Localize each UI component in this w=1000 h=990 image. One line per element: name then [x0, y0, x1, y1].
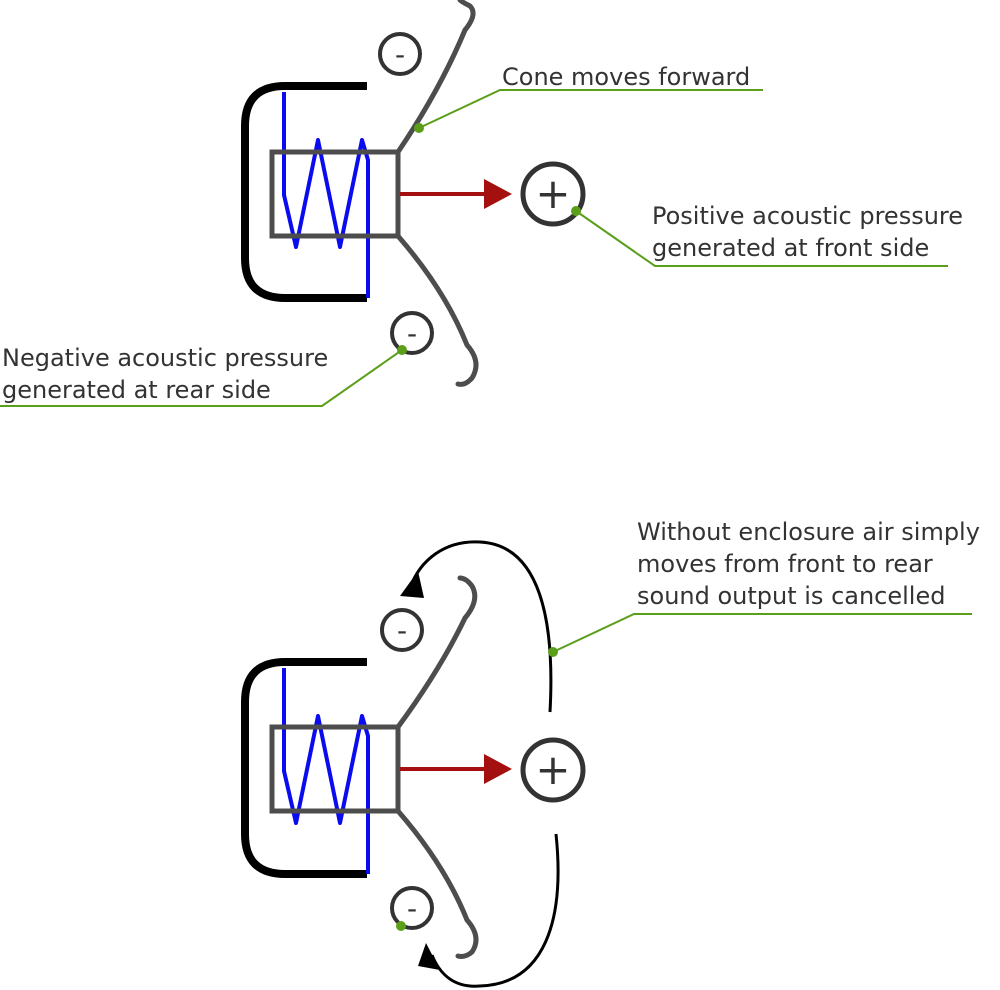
- top-magnet: [241, 82, 367, 302]
- bottom-airflow: [400, 540, 560, 988]
- top-plus: +: [520, 161, 586, 227]
- airflow-arrowhead-lower: [418, 943, 440, 970]
- airflow-arc-lower: [430, 833, 560, 988]
- top-motion-arrow-head: [484, 179, 512, 209]
- bottom-label-line3: sound output is cancelled: [637, 582, 945, 610]
- top-callout-negative: Negative acoustic pressure generated at …: [0, 344, 407, 407]
- positive-label-line1: Positive acoustic pressure: [652, 202, 963, 230]
- bottom-minus-upper-symbol: -: [397, 614, 407, 647]
- bottom-label-line1: Without enclosure air simply: [637, 518, 980, 546]
- negative-label-line1: Negative acoustic pressure: [2, 344, 328, 372]
- positive-label-line2: generated at front side: [652, 234, 929, 262]
- bottom-speaker: [241, 575, 512, 959]
- bottom-motion-arrow-head: [484, 754, 512, 784]
- top-voice-coil: [282, 92, 370, 298]
- top-plus-symbol: +: [535, 169, 570, 218]
- top-coil-former: [269, 149, 401, 239]
- top-minus-lower: -: [390, 311, 434, 355]
- bottom-plus: +: [520, 737, 586, 803]
- bottom-minus-upper: -: [380, 608, 424, 652]
- top-minus-upper: -: [378, 32, 422, 76]
- bottom-voice-coil: [282, 668, 370, 874]
- top-cone-lower: [395, 233, 479, 387]
- bottom-cone-upper: [395, 575, 478, 730]
- bottom-callout: Without enclosure air simply moves from …: [548, 518, 980, 657]
- negative-label-line2: generated at rear side: [2, 376, 271, 404]
- bottom-minus-lower-symbol: -: [407, 892, 417, 925]
- cone-label: Cone moves forward: [502, 63, 750, 91]
- bottom-minus-lower: -: [390, 886, 434, 931]
- bottom-plus-symbol: +: [535, 745, 570, 794]
- bottom-minus-lower-dot: [396, 921, 406, 931]
- airflow-arrowhead-upper: [400, 571, 424, 598]
- top-callout-cone: Cone moves forward: [414, 63, 763, 133]
- top-cone-upper: [395, 0, 476, 155]
- bottom-cone-lower: [395, 808, 479, 959]
- airflow-arc-upper: [408, 540, 553, 713]
- bottom-coil-former: [269, 724, 401, 814]
- top-minus-lower-symbol: -: [407, 317, 417, 350]
- top-speaker: [241, 0, 512, 387]
- top-callout-positive: Positive acoustic pressure generated at …: [571, 202, 963, 267]
- bottom-magnet: [241, 658, 367, 878]
- top-minus-upper-symbol: -: [395, 38, 405, 71]
- bottom-label-line2: moves from front to rear: [637, 550, 933, 578]
